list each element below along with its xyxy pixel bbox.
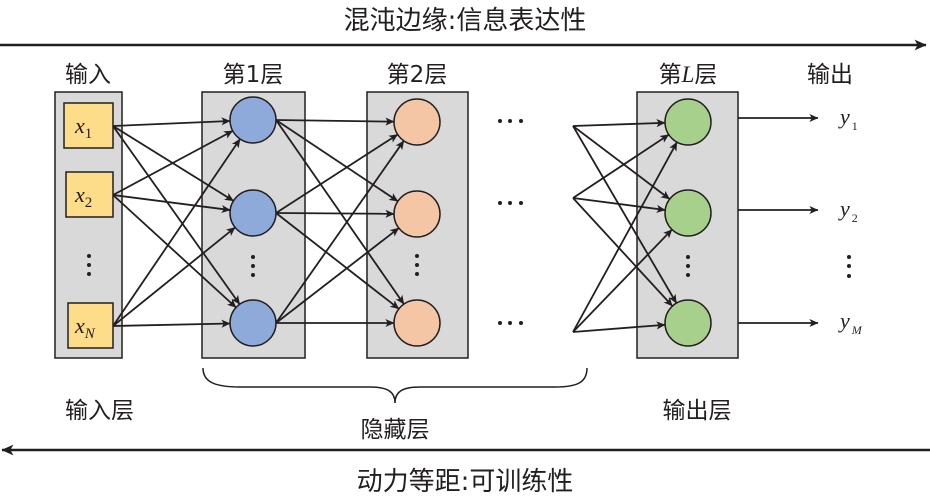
edge-layer1-to-layer2	[275, 212, 400, 310]
output-header: 输出	[807, 62, 853, 88]
input-vertical-ellipsis	[87, 254, 91, 276]
input-layer-label: 输入层	[65, 398, 134, 424]
edge-input-to-layer1	[112, 319, 231, 328]
layerL-node	[664, 299, 712, 347]
edge-input-to-layer1	[112, 130, 234, 196]
edge-to-layerL	[572, 125, 678, 304]
layerL-node	[664, 189, 712, 237]
edge-input-to-layer1	[112, 194, 237, 309]
layerL-vertical-ellipsis	[686, 255, 690, 277]
output-layer-label: 输出层	[663, 398, 732, 424]
svg-text:x2: x2	[74, 182, 92, 211]
edge-layer1-to-layer2	[275, 133, 399, 214]
edge-input-to-layer1	[112, 117, 231, 127]
edge-layer1-to-layer2	[275, 140, 405, 324]
svg-text:xN: xN	[74, 313, 96, 342]
input-node-xN: xN	[67, 302, 114, 349]
horizontal-ellipsis	[498, 119, 523, 325]
layer1-node	[229, 189, 277, 237]
edge-to-layerL	[572, 197, 666, 213]
layer2-header: 第2层	[387, 62, 448, 88]
edge-to-layerL	[572, 321, 666, 333]
edge-layer1-to-layer2	[275, 119, 399, 202]
svg-text:x1: x1	[74, 113, 92, 142]
layerL-node	[664, 98, 712, 146]
edge-to-layerL	[572, 125, 671, 200]
layer1-node	[229, 96, 277, 144]
edge-to-layerL	[572, 228, 673, 333]
hidden-layer-label: 隐藏层	[361, 417, 430, 443]
edge-to-layerL	[572, 141, 678, 333]
edge-layer1-to-layer2	[275, 119, 405, 305]
edge-layer1-to-layer2	[275, 209, 395, 218]
output-vertical-ellipsis	[847, 255, 851, 278]
edge-to-layerL	[572, 133, 670, 199]
layer1-node	[229, 299, 277, 347]
layer2-node	[393, 190, 441, 238]
layer1-header: 第1层	[223, 62, 284, 88]
hidden-layers-brace	[202, 367, 588, 404]
input-node-x1: x1	[63, 102, 114, 149]
layer1-vertical-ellipsis	[251, 255, 255, 277]
layer2-node	[393, 98, 441, 146]
input-node-x2: x2	[65, 171, 114, 218]
connections	[112, 117, 678, 333]
layer2-node	[393, 299, 441, 347]
layer2-vertical-ellipsis	[415, 254, 419, 276]
top-title: 混沌边缘:信息表达性	[344, 6, 587, 36]
edge-input-to-layer1	[112, 226, 236, 327]
input-header: 输入	[65, 62, 111, 88]
edge-to-layerL	[572, 197, 674, 307]
layerL-header: 第L层	[659, 62, 718, 88]
edge-to-layerL	[572, 119, 666, 128]
edge-layer1-to-layer2	[275, 227, 400, 324]
edge-input-to-layer1	[112, 138, 241, 327]
edge-layer1-to-layer2	[275, 117, 395, 126]
edge-input-to-layer1	[112, 194, 231, 213]
bottom-title: 动力等距:可训练性	[357, 467, 574, 497]
edge-input-to-layer1	[112, 125, 241, 305]
